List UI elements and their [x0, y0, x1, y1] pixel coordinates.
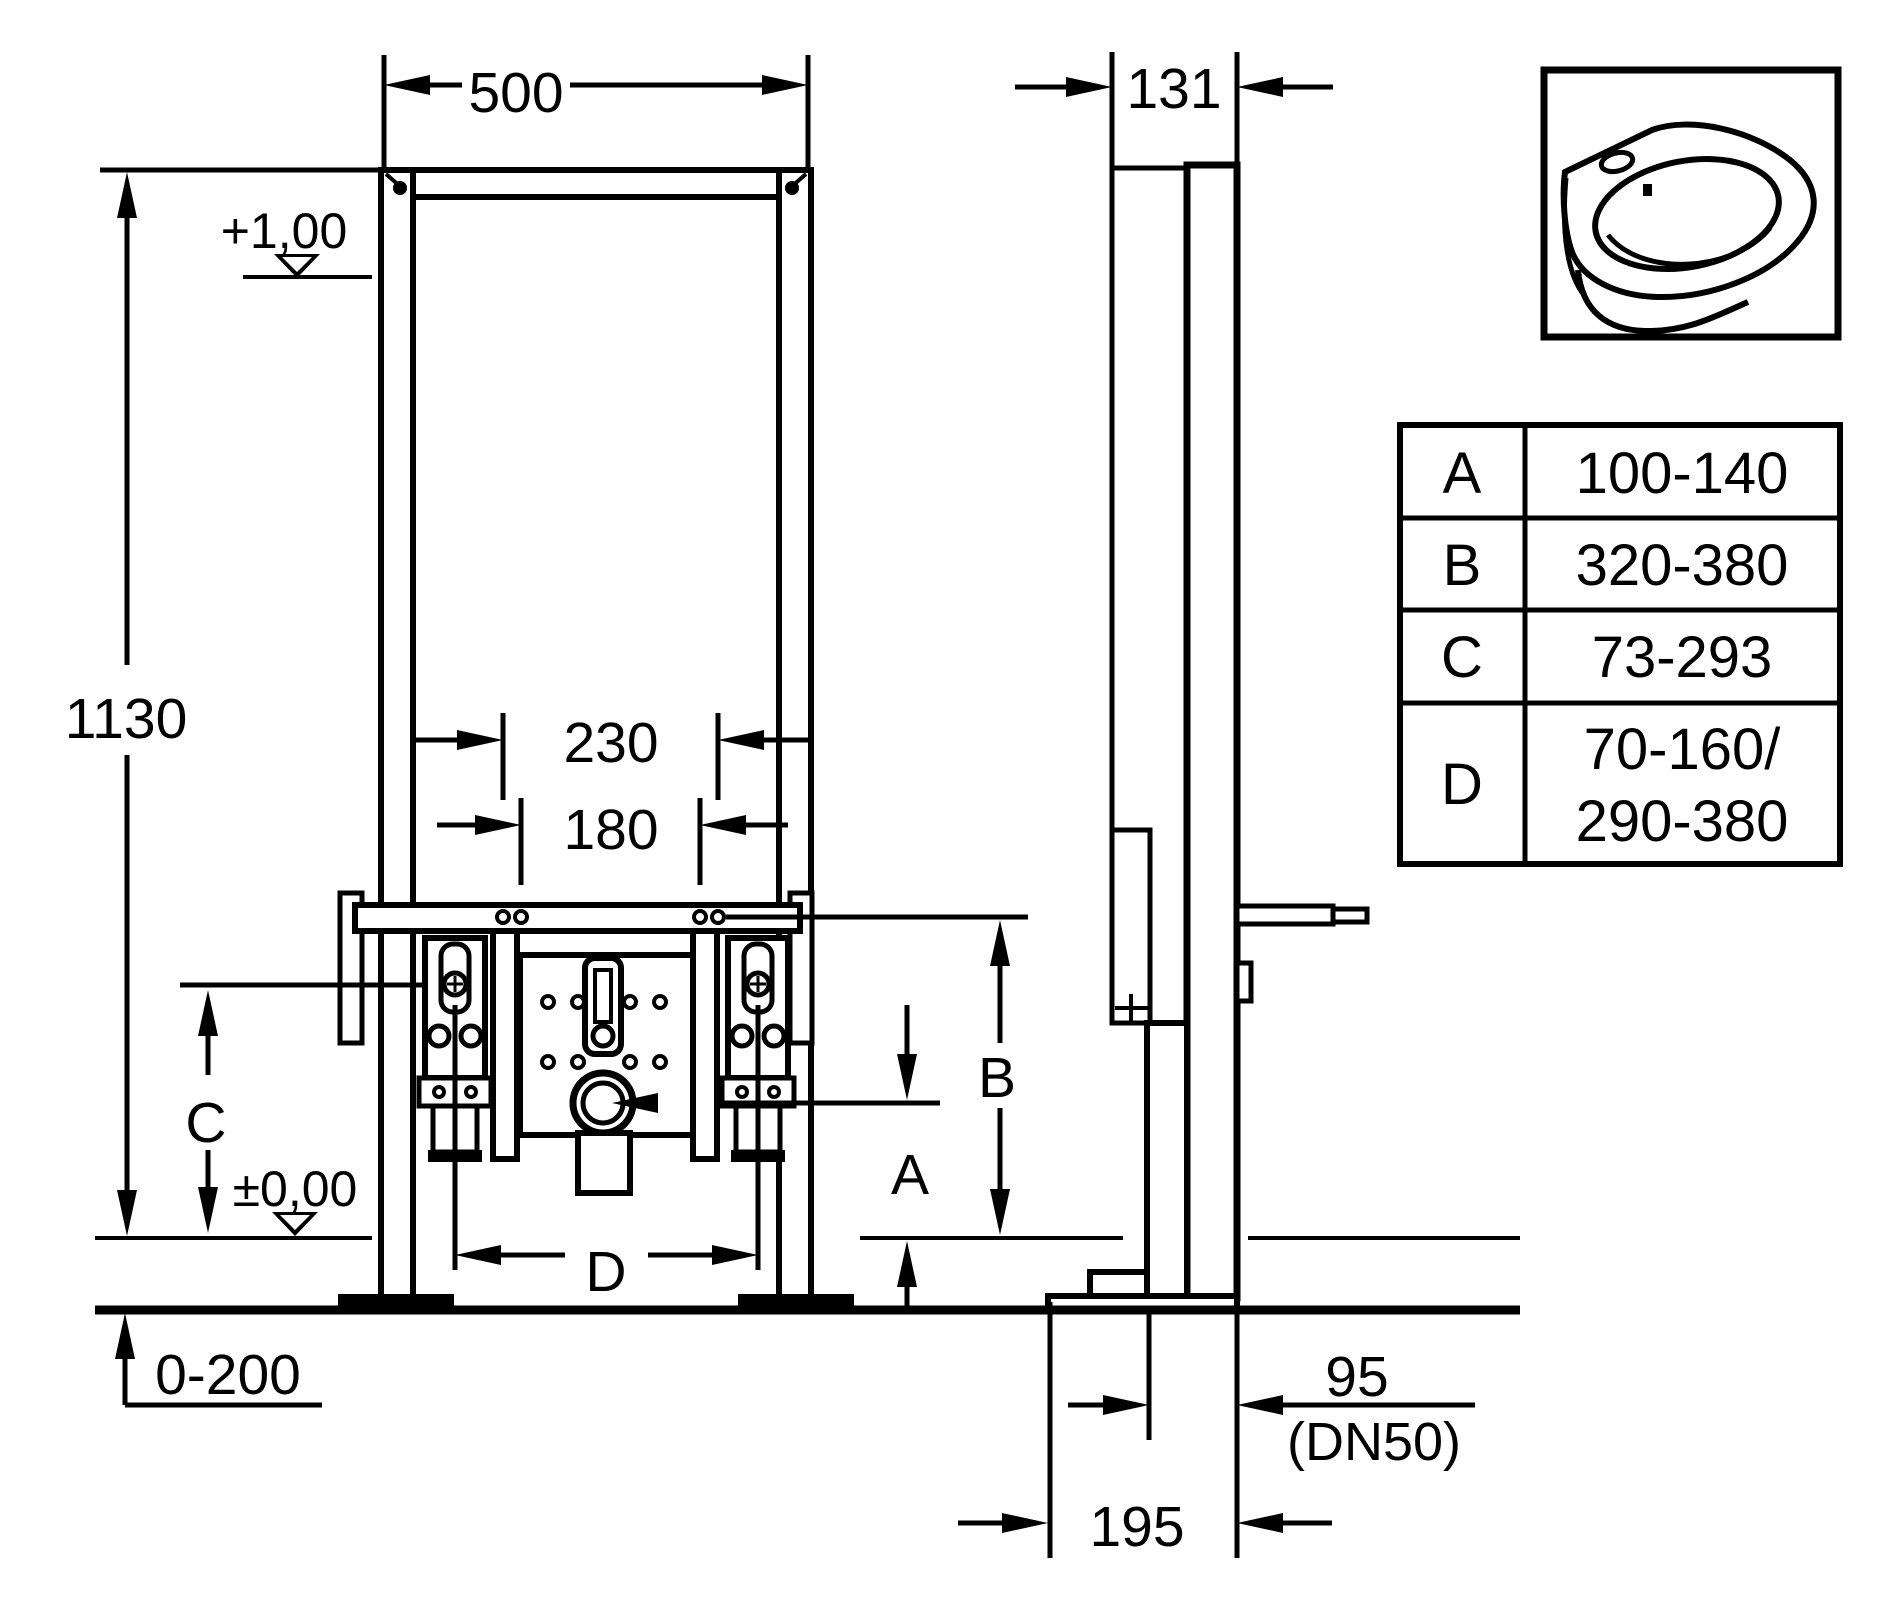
dim-a: A	[891, 1005, 929, 1308]
water-connection-cap	[1330, 906, 1370, 925]
side-foot-bracket	[1087, 1269, 1147, 1296]
dim-feet-0-200: 0-200	[115, 1313, 322, 1408]
side-bracket-plate	[1109, 827, 1153, 1026]
table-value-a: 100-140	[1576, 441, 1789, 506]
table-value-b: 320-380	[1576, 533, 1789, 598]
dim-width-500: 500	[381, 55, 811, 168]
fixing-bolt	[692, 909, 708, 925]
threaded-rod-left	[490, 928, 520, 1162]
table-value-d-line2: 290-380	[1576, 789, 1789, 854]
side-view	[1045, 140, 1370, 1440]
center-fitting-slot	[593, 968, 613, 1024]
frame-right-column	[776, 167, 814, 1301]
dim-drain-note: (DN50)	[1287, 1412, 1461, 1472]
dim-d: D	[452, 1005, 761, 1304]
table-border	[1397, 422, 1843, 867]
side-clip	[1234, 960, 1254, 1004]
dim-foot-195: 195	[958, 1302, 1332, 1559]
water-connection-pipe	[1234, 903, 1336, 927]
table-row: A 100-140	[1443, 441, 1789, 506]
level-marker-upper: +1,00	[221, 203, 348, 278]
bidet-pictogram	[1540, 66, 1842, 341]
table-value-d-line1: 70-160/	[1584, 717, 1782, 782]
dimensions: 500 1130 +1,00 ±0,00	[65, 52, 1475, 1559]
dim-d-label: D	[585, 1240, 626, 1304]
dim-bolt-inner-180: 180	[437, 798, 788, 885]
frame-top-rail	[378, 167, 814, 200]
dim-a-label: A	[891, 1143, 929, 1207]
fixing-bolt	[710, 909, 726, 925]
dim-width-label: 500	[468, 61, 563, 125]
dim-height-label: 1130	[65, 687, 188, 751]
table-key-b: B	[1443, 533, 1482, 598]
table-row: D 70-160/ 290-380	[1441, 717, 1788, 854]
level-marker-zero: ±0,00	[233, 1161, 358, 1236]
spec-table: A 100-140 B 320-380 C 73-293 D 70-160/ 2…	[1397, 422, 1843, 867]
fixing-bolt	[513, 909, 529, 925]
dim-depth-label: 131	[1126, 57, 1221, 121]
wall-hung-bidet-icon	[1560, 121, 1817, 335]
dim-c: C	[180, 982, 427, 1233]
drain-pipe	[575, 1130, 633, 1196]
frame-left-column	[378, 167, 416, 1301]
reference-lines	[95, 275, 1520, 1315]
table-value-c: 73-293	[1592, 625, 1773, 690]
dim-height-1130: 1130	[65, 167, 381, 1236]
side-foot-tube	[1144, 1020, 1190, 1301]
dim-feet-label: 0-200	[155, 1343, 301, 1407]
threaded-rod-right	[690, 928, 720, 1162]
fixing-bolt	[495, 909, 511, 925]
dim-c-label: C	[185, 1091, 226, 1155]
dim-bolt-inner-label: 180	[563, 798, 658, 862]
dim-b: B	[978, 920, 1016, 1235]
table-key-d: D	[1441, 752, 1483, 817]
dim-drain-95: 95 (DN50)	[1068, 1310, 1475, 1558]
side-profile	[1183, 161, 1241, 1302]
drain-leader-arrow	[612, 1093, 658, 1113]
dim-depth-131: 131	[1015, 52, 1333, 167]
level-upper-label: +1,00	[221, 203, 348, 259]
dim-b-label: B	[978, 1046, 1016, 1110]
table-row: C 73-293	[1441, 625, 1772, 690]
dim-foot-label: 195	[1089, 1495, 1184, 1559]
table-key-a: A	[1443, 441, 1482, 506]
center-fitting-screw	[590, 1023, 616, 1049]
dim-bolt-outer-230: 230	[413, 711, 808, 800]
bidet-tap-hole	[1598, 149, 1636, 175]
level-zero-label: ±0,00	[233, 1161, 358, 1217]
table-key-c: C	[1441, 625, 1483, 690]
table-row: B 320-380	[1443, 533, 1789, 598]
dim-bolt-outer-label: 230	[563, 711, 658, 775]
dim-drain-label: 95	[1325, 1345, 1388, 1409]
